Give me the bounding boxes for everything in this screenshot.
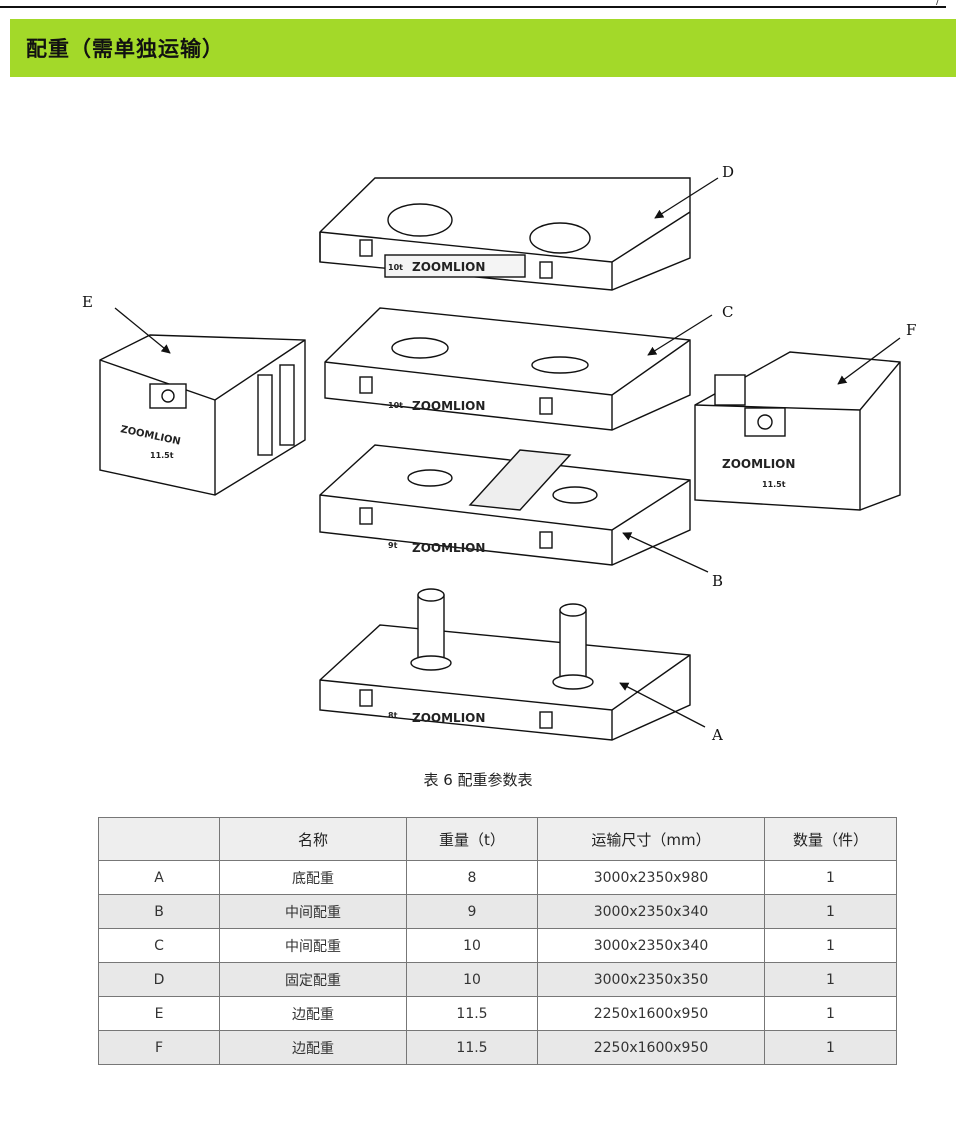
page-corner-mark: / — [936, 0, 940, 7]
cell-size: 3000x2350x340 — [537, 894, 765, 929]
cell-weight: 10 — [406, 962, 538, 997]
table-row: E 边配重 11.5 2250x1600x950 1 — [98, 996, 897, 1031]
header-name: 名称 — [219, 817, 407, 861]
weight-label-d: 10t — [388, 263, 403, 272]
callout-c: C — [722, 303, 733, 321]
cell-id: D — [98, 962, 220, 997]
brand-label-b: ZOOMLION — [412, 541, 485, 555]
table-row: D 固定配重 10 3000x2350x350 1 — [98, 962, 897, 997]
cell-name: 边配重 — [219, 996, 407, 1031]
brand-label-c: ZOOMLION — [412, 399, 485, 413]
leader-c — [647, 314, 713, 356]
callout-f: F — [906, 321, 916, 339]
cell-qty: 1 — [764, 962, 897, 997]
header-id — [98, 817, 220, 861]
cell-weight: 9 — [406, 894, 538, 929]
cell-id: C — [98, 928, 220, 963]
callout-d: D — [722, 163, 734, 181]
leader-b — [622, 532, 709, 573]
weight-label-a: 8t — [388, 711, 398, 720]
section-banner: 配重（需单独运输） — [10, 19, 956, 77]
cell-size: 2250x1600x950 — [537, 996, 765, 1031]
header-quantity: 数量（件） — [764, 817, 897, 861]
counterweight-exploded-drawing: ZOOMLION 10t ZOOMLION 10t ZOOMLION 9t — [0, 140, 956, 760]
cell-qty: 1 — [764, 894, 897, 929]
brand-label-f: ZOOMLION — [722, 457, 795, 471]
leader-a — [619, 682, 706, 728]
weight-label-b: 9t — [388, 541, 398, 550]
cell-name: 中间配重 — [219, 894, 407, 929]
cell-qty: 1 — [764, 1030, 897, 1065]
cell-name: 中间配重 — [219, 928, 407, 963]
header-weight: 重量（t） — [406, 817, 538, 861]
table-row: B 中间配重 9 3000x2350x340 1 — [98, 894, 897, 929]
callout-a: A — [711, 726, 723, 744]
table-row: C 中间配重 10 3000x2350x340 1 — [98, 928, 897, 963]
weight-label-c: 10t — [388, 401, 403, 410]
cell-weight: 11.5 — [406, 996, 538, 1031]
counterweight-a — [319, 588, 691, 741]
counterweight-d — [319, 177, 691, 291]
brand-label-d: ZOOMLION — [412, 260, 485, 274]
cell-weight: 8 — [406, 860, 538, 895]
table-row: A 底配重 8 3000x2350x980 1 — [98, 860, 897, 895]
header-rule — [0, 6, 946, 8]
cell-id: B — [98, 894, 220, 929]
cell-id: E — [98, 996, 220, 1031]
cell-size: 3000x2350x350 — [537, 962, 765, 997]
cell-qty: 1 — [764, 860, 897, 895]
cell-id: A — [98, 860, 220, 895]
table-row: F 边配重 11.5 2250x1600x950 1 — [98, 1030, 897, 1065]
cell-size: 3000x2350x980 — [537, 860, 765, 895]
callout-b: B — [712, 572, 723, 590]
leader-e — [114, 307, 171, 354]
cell-qty: 1 — [764, 996, 897, 1031]
counterweight-e — [99, 334, 306, 496]
weight-label-e: 11.5t — [150, 451, 174, 460]
counterweight-b — [319, 444, 691, 566]
counterweight-f — [694, 351, 901, 511]
cell-weight: 11.5 — [406, 1030, 538, 1065]
cell-size: 2250x1600x950 — [537, 1030, 765, 1065]
table-header-row: 名称 重量（t） 运输尺寸（mm） 数量（件） — [98, 817, 897, 861]
counterweight-parameter-table: 名称 重量（t） 运输尺寸（mm） 数量（件） A 底配重 8 3000x235… — [98, 817, 897, 1065]
weight-label-f: 11.5t — [762, 480, 786, 489]
header-transport-size: 运输尺寸（mm） — [537, 817, 765, 861]
cell-weight: 10 — [406, 928, 538, 963]
cell-qty: 1 — [764, 928, 897, 963]
section-title: 配重（需单独运输） — [26, 37, 224, 61]
table-caption: 表 6 配重参数表 — [423, 771, 533, 789]
counterweight-c — [324, 307, 691, 431]
leader-d — [654, 177, 719, 219]
leader-f — [837, 337, 901, 385]
cell-id: F — [98, 1030, 220, 1065]
cell-name: 固定配重 — [219, 962, 407, 997]
cell-name: 底配重 — [219, 860, 407, 895]
cell-size: 3000x2350x340 — [537, 928, 765, 963]
brand-label-a: ZOOMLION — [412, 711, 485, 725]
callout-e: E — [82, 293, 93, 311]
cell-name: 边配重 — [219, 1030, 407, 1065]
